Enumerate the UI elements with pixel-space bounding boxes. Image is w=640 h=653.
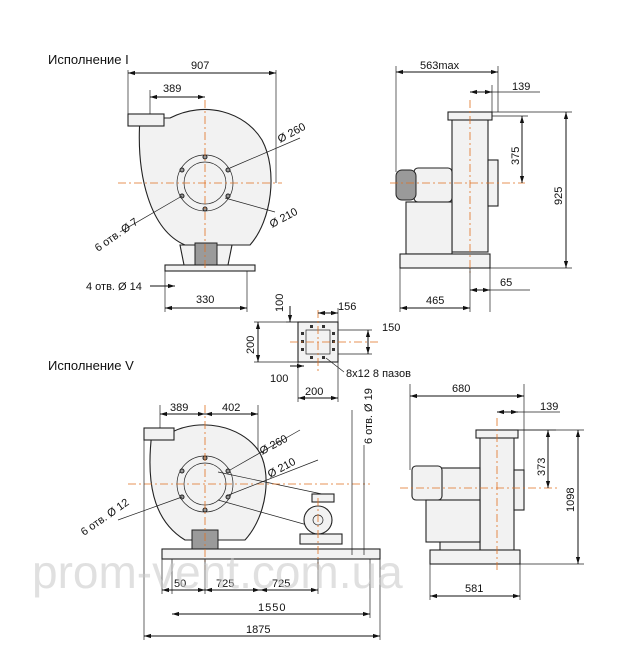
v1-front-support [194,242,218,268]
dim-50: 50 [174,578,186,590]
dim-dia-260: Ø 260 [276,121,308,146]
dim-1875: 1875 [246,624,270,636]
dim-dia-210-v5: Ø 210 [266,456,298,481]
dim-402: 402 [222,402,240,414]
v1-front-volute [138,109,272,246]
dim-150: 150 [382,322,400,334]
v1-side-base [399,253,491,269]
v1-front-base [164,264,256,272]
dim-907: 907 [191,60,209,72]
v1-side-frame [405,201,453,255]
v5-side-view: 680 139 373 1098 581 [400,383,584,600]
dim-375: 375 [510,147,522,165]
v1-front-view: 907 389 Ø 260 Ø 210 6 отв. Ø 7 4 отв. Ø … [86,60,308,312]
v5-front-view: 389 402 Ø 260 Ø 210 6 отв. Ø 12 6 отв. Ø… [79,388,381,640]
dim-200-bottom: 200 [305,386,323,398]
v5-motor [311,493,335,503]
dim-563max: 563max [420,60,460,72]
dim-465: 465 [426,295,444,307]
v1-side-motor [413,167,453,203]
heading-variant-1: Исполнение I [48,52,129,67]
dim-389: 389 [163,83,181,95]
dim-200-left: 200 [245,336,257,354]
watermark: prom-vent.com.ua [32,546,403,598]
dim-holes-14: 4 отв. Ø 14 [86,281,142,293]
dim-373: 373 [536,458,548,476]
dim-dia-210: Ø 210 [268,206,300,231]
dim-1098: 1098 [565,488,577,512]
v5-side-frame [425,499,481,543]
dim-holes-12: 6 отв. Ø 12 [79,497,132,539]
dim-680: 680 [452,383,470,395]
heading-variant-5: Исполнение V [48,358,134,373]
v1-side-view: 563max 139 375 925 465 65 [390,60,572,312]
v5-side-inlet [513,469,525,511]
dim-139-v5: 139 [540,401,558,413]
flange-slots: 8х12 8 пазов [346,368,411,380]
dim-100-top: 100 [274,294,286,312]
dim-dia-260-v5: Ø 260 [258,433,290,458]
v5-front-volute [149,424,267,541]
v1-side-motor-cap [395,169,417,201]
dim-725-a: 725 [216,578,234,590]
v5-side-base [429,549,521,565]
dim-389-v5: 389 [170,402,188,414]
v1-front-outlet [127,113,165,127]
dim-925: 925 [553,187,565,205]
dim-725-b: 725 [272,578,290,590]
dim-holes-7: 6 отв. Ø 7 [93,216,141,254]
v5-side-motor [411,465,443,501]
dim-330: 330 [196,294,214,306]
v5-motor-mount [299,533,343,545]
v5-front-outlet [143,427,175,441]
dim-1550: 1550 [258,602,286,614]
dim-100-bottom: 100 [270,373,288,385]
dim-139-v1: 139 [512,81,530,93]
v5-belt [217,471,323,529]
flange-detail: 100 156 150 200 100 8х12 8 пазов 200 [245,294,411,402]
dim-65: 65 [500,277,512,289]
dim-holes-19: 6 отв. Ø 19 [363,388,375,444]
dim-581: 581 [465,583,483,595]
v5-front-base [161,548,381,560]
dim-156: 156 [338,301,356,313]
